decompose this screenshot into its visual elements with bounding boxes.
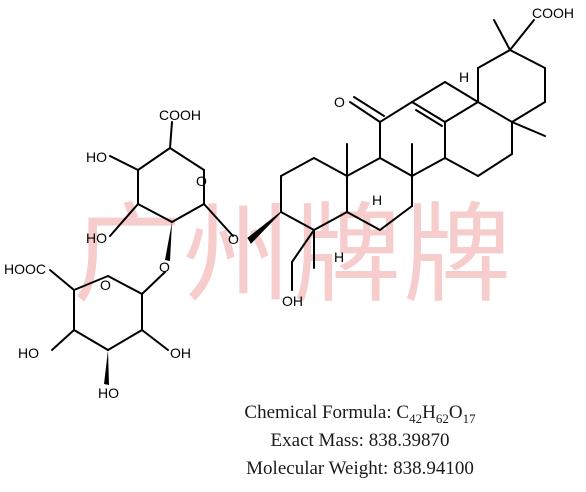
- sugar-ring-2: [49, 269, 169, 385]
- exact-mass-label: Exact Mass:: [270, 430, 369, 451]
- oh-ch2-label: OH: [282, 293, 303, 309]
- formula-value: C42H62O17: [396, 402, 476, 426]
- exact-mass-value: 838.39870: [368, 430, 450, 451]
- cooh-sugar2-label: HOOC: [4, 261, 46, 277]
- formula-element: O: [448, 402, 463, 423]
- cooh-top-label: COOH: [532, 5, 574, 21]
- cooh-sugar1-label: COOH: [159, 107, 201, 123]
- h-label-3: H: [334, 249, 344, 265]
- ring-e: [477, 19, 546, 155]
- ring-d: [411, 81, 513, 177]
- formula-row: Chemical Formula: C42H62O17: [150, 402, 570, 427]
- molecular-weight-row: Molecular Weight: 838.94100: [150, 458, 570, 480]
- ho-label-1: HO: [86, 149, 107, 165]
- sugar-ring-1: [109, 121, 234, 261]
- molecule-structure: COOH O H H H OH O O COOH HO HO O O HOOC …: [4, 5, 574, 400]
- formula-subscript: 62: [435, 410, 449, 426]
- formula-subscript: 42: [409, 410, 423, 426]
- ho-label-3: HO: [18, 345, 39, 361]
- ring-a: [247, 157, 348, 291]
- ring-o-label-1: O: [196, 173, 207, 189]
- ring-c: [349, 96, 446, 207]
- link-o-label-2: O: [159, 259, 170, 275]
- link-o-label-1: O: [228, 231, 239, 247]
- ring-o-label-2: O: [100, 277, 111, 293]
- h-label-1: H: [459, 69, 469, 85]
- formula-element: C: [396, 402, 410, 423]
- formula-subscript: 17: [462, 410, 476, 426]
- ring-b: [346, 143, 413, 231]
- exact-mass-row: Exact Mass: 838.39870: [150, 430, 570, 452]
- oh-label-1: OH: [170, 345, 191, 361]
- molecular-weight-value: 838.94100: [393, 458, 474, 479]
- ho-label-2: HO: [86, 230, 107, 246]
- molecular-weight-label: Molecular Weight:: [246, 458, 394, 479]
- formula-element: H: [422, 402, 436, 423]
- ho-label-4: HO: [98, 385, 119, 400]
- formula-label: Chemical Formula:: [244, 402, 397, 423]
- ketone-o-label: O: [334, 94, 345, 110]
- h-label-2: H: [372, 192, 382, 208]
